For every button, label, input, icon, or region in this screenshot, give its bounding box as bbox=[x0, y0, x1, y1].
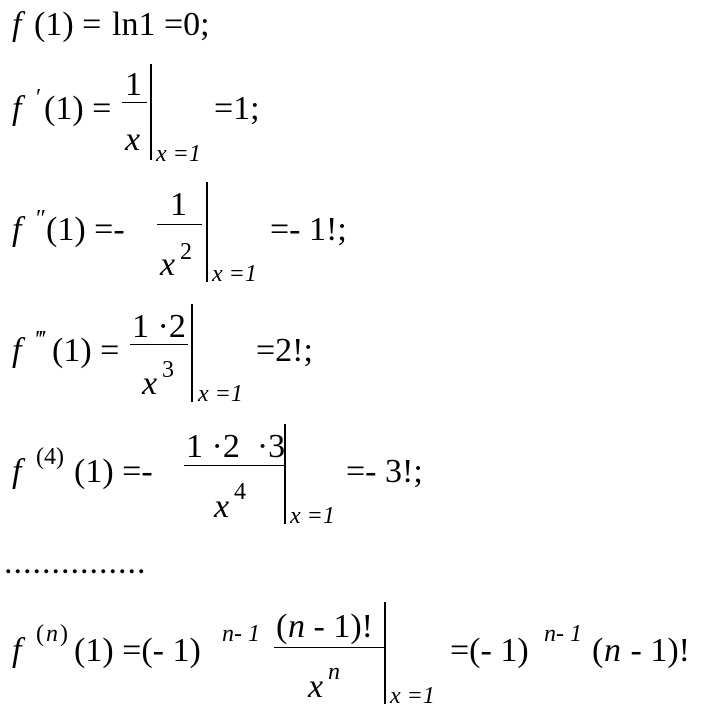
eq0-f: f bbox=[12, 6, 22, 43]
eq4-denominator-exp: 4 bbox=[234, 479, 246, 505]
eq4-arg: (1) =- bbox=[74, 453, 153, 490]
eq2-f: f bbox=[12, 211, 22, 248]
eq4-sup: (4) bbox=[36, 444, 64, 470]
eq3-denominator-base: x bbox=[142, 365, 158, 402]
eq1-prime: ′ bbox=[36, 85, 42, 111]
eq2-fraction-bar bbox=[157, 224, 202, 226]
eq2-result: =- 1!; bbox=[270, 211, 347, 248]
eq4-eval-bar bbox=[284, 424, 286, 524]
eq2-denominator-exp: 2 bbox=[180, 239, 192, 265]
eq3-arg: (1) = bbox=[52, 332, 120, 369]
eq1-result: =1; bbox=[214, 90, 260, 127]
eq1-f: f bbox=[12, 90, 22, 127]
eq3-eval-at: x =1 bbox=[198, 381, 243, 407]
eqn-exp: n- 1 bbox=[222, 621, 260, 647]
eqn-numerator-open: ( bbox=[276, 608, 288, 645]
eqn-sup-close: ) bbox=[60, 621, 68, 647]
eq3-eval-bar bbox=[191, 304, 193, 402]
eq1-eval-bar bbox=[150, 64, 152, 160]
eqn-numerator-rest: - 1)! bbox=[305, 608, 373, 645]
eqn-f: f bbox=[12, 632, 22, 669]
eqn-fraction-bar bbox=[274, 647, 384, 649]
eq2-denominator-base: x bbox=[160, 246, 176, 283]
eqn-denominator-base: x bbox=[308, 668, 324, 705]
eq3-result: =2!; bbox=[256, 332, 313, 369]
eq4-eval-at: x =1 bbox=[290, 503, 335, 529]
eqn-result-b-n: n bbox=[604, 632, 621, 669]
eq2-numerator: 1 bbox=[170, 186, 187, 223]
eq3-fraction-bar bbox=[130, 344, 188, 346]
eq1-numerator: 1 bbox=[125, 66, 142, 103]
eq0-rhs: ln1 =0; bbox=[112, 6, 210, 43]
eq3-f: f bbox=[12, 332, 22, 369]
eq4-numerator: 1 ·2 ·3 bbox=[186, 428, 286, 465]
eqn-eval-at: x =1 bbox=[390, 683, 435, 709]
eq4-f: f bbox=[12, 453, 22, 490]
eq3-prime: ‴ bbox=[36, 327, 46, 353]
eq1-eval-at: x =1 bbox=[156, 141, 201, 167]
eq3-numerator: 1 ·2 bbox=[132, 308, 186, 345]
eq2-prime: ″ bbox=[36, 206, 46, 232]
ellipsis-row: ............... bbox=[4, 544, 147, 581]
eq2-eval-at: x =1 bbox=[212, 261, 257, 287]
eqn-result-exp: n- 1 bbox=[544, 621, 582, 647]
eq4-fraction-bar bbox=[184, 465, 284, 467]
eq4-denominator-base: x bbox=[214, 488, 230, 525]
eqn-denominator-exp: n bbox=[328, 659, 340, 685]
eq1-arg: (1) = bbox=[44, 90, 112, 127]
eqn-arg: (1) =(- 1) bbox=[74, 632, 201, 669]
eq4-result: =- 3!; bbox=[346, 453, 423, 490]
eqn-result-a: =(- 1) bbox=[450, 632, 529, 669]
eq0-arg: (1) = bbox=[34, 6, 102, 43]
eqn-eval-bar bbox=[384, 602, 386, 704]
eq2-eval-bar bbox=[206, 182, 208, 282]
eqn-sup-open: ( bbox=[36, 621, 44, 647]
eqn-result-b-rest: - 1)! bbox=[622, 632, 690, 669]
eq1-denominator: x bbox=[125, 121, 141, 158]
eq2-arg: (1) =- bbox=[46, 211, 125, 248]
eqn-sup-n: n bbox=[46, 621, 58, 647]
eqn-result-b-open: ( bbox=[592, 632, 604, 669]
eq3-denominator-exp: 3 bbox=[162, 357, 174, 383]
eqn-numerator-n: n bbox=[288, 608, 305, 645]
eq1-fraction-bar bbox=[122, 102, 147, 104]
